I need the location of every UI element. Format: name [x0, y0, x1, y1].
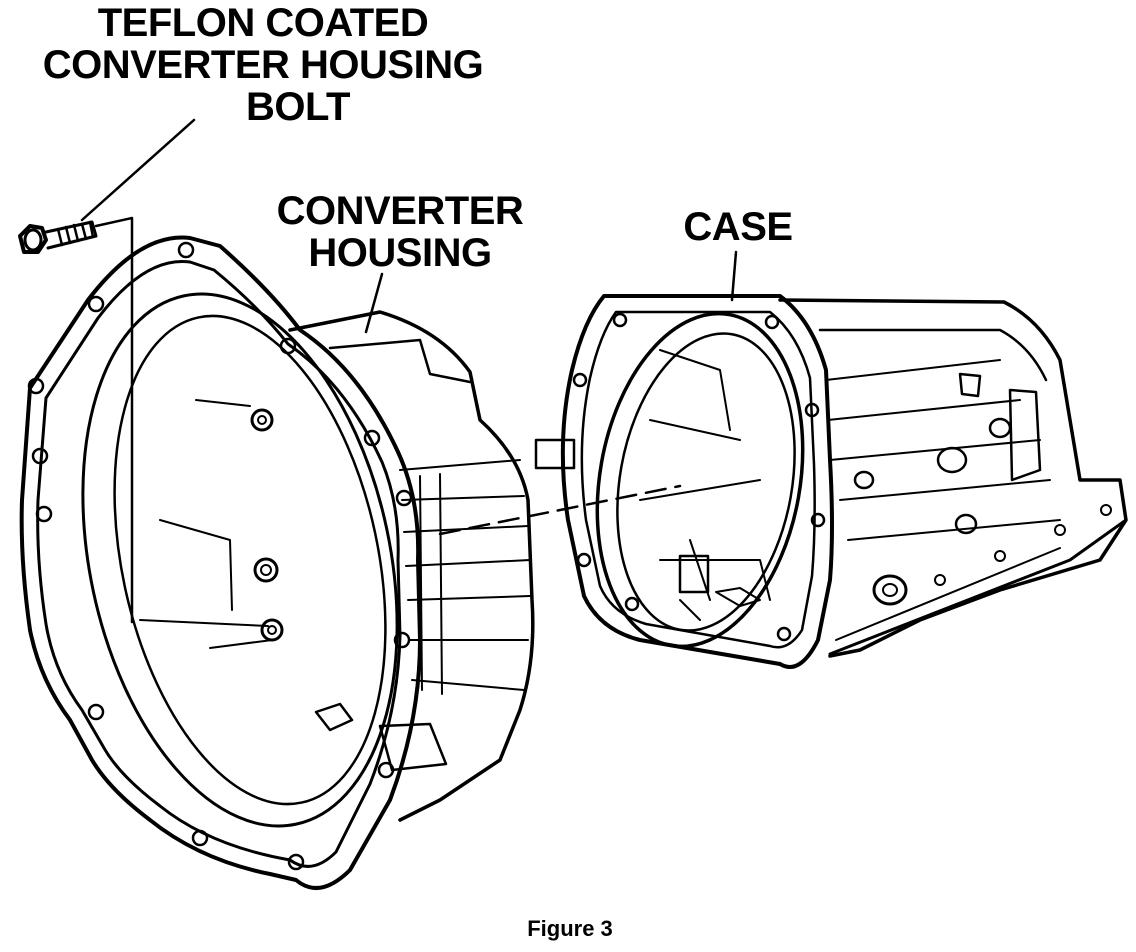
housing-leader-line [364, 272, 384, 334]
case-callout-line1: CASE [683, 205, 793, 249]
figure-caption: Figure 3 [527, 916, 613, 941]
bolt-callout-line3: BOLT [246, 85, 350, 129]
transmission-case [534, 294, 1128, 669]
housing-callout: CONVERTER HOUSING [250, 190, 550, 274]
housing-bolt [18, 220, 98, 254]
bolt-callout-line2: CONVERTER HOUSING [42, 43, 484, 87]
bolt-alignment-line [94, 216, 134, 624]
bolt-callout-line1: TEFLON COATED [97, 1, 429, 45]
housing-callout-line2: HOUSING [308, 231, 492, 275]
assembly-axis-line [438, 484, 682, 536]
case-leader-line [730, 250, 738, 302]
converter-housing [19, 235, 535, 890]
housing-callout-line1: CONVERTER [276, 189, 524, 233]
bolt-callout: TEFLON COATED CONVERTER HOUSING BOLT [8, 2, 518, 128]
bolt-leader-line [80, 118, 196, 222]
case-callout: CASE [668, 206, 808, 248]
